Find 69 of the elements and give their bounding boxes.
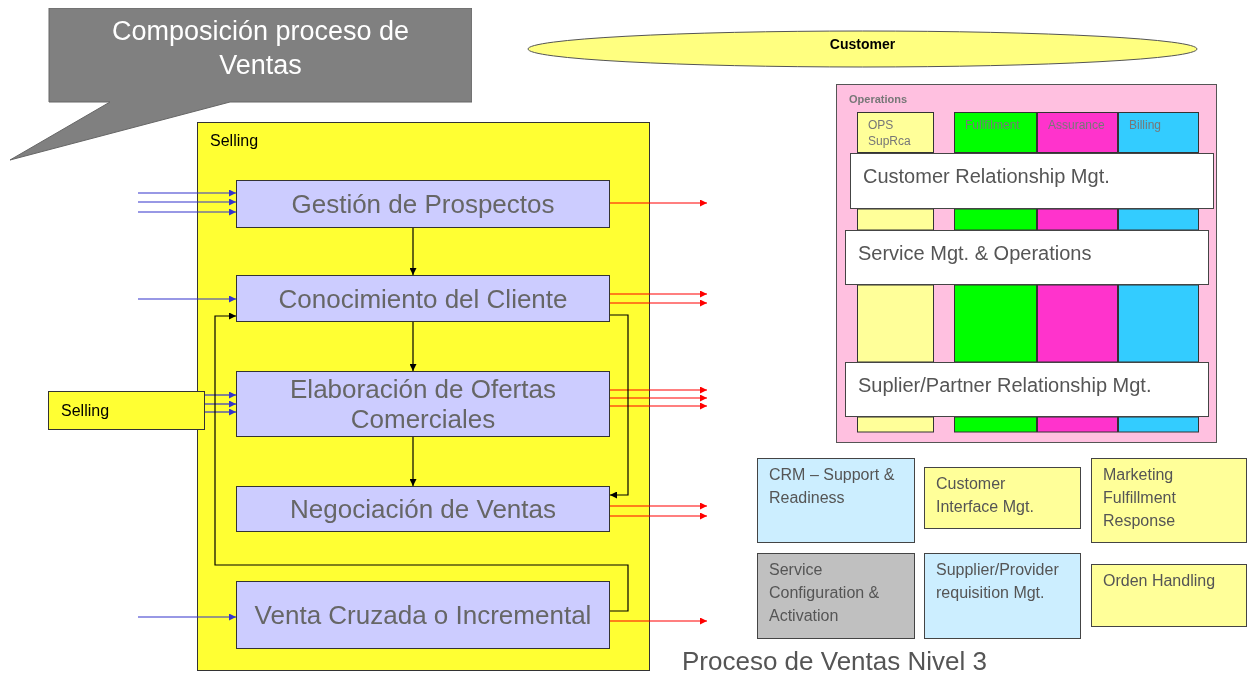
node-label: Suplier/Partner Relationship Mgt. xyxy=(858,373,1152,398)
node-label: Selling xyxy=(210,131,259,151)
node-label: Fullfilment xyxy=(965,117,1021,133)
operations-box xyxy=(836,84,1217,443)
layer-band xyxy=(845,362,1209,417)
arrow xyxy=(609,617,708,625)
process-box xyxy=(236,180,610,228)
column-header xyxy=(954,112,1037,153)
arrow xyxy=(609,290,708,298)
arrow xyxy=(609,394,708,402)
arrow xyxy=(137,198,237,206)
node-label: Gestión de Prospectos xyxy=(291,189,555,219)
node-label: Service Mgt. & Operations xyxy=(858,241,1092,266)
process-box xyxy=(924,553,1081,639)
arrow xyxy=(137,613,237,621)
arrow xyxy=(409,227,417,276)
node-label: Supplier/Provider requisition Mgt. xyxy=(935,560,1060,603)
arrow xyxy=(204,408,237,416)
caption: Proceso de Ventas Nivel 3 xyxy=(682,645,987,677)
arrow xyxy=(609,199,708,207)
arrow xyxy=(204,391,237,399)
node-label: Venta Cruzada o Incremental xyxy=(254,600,592,630)
arrow xyxy=(137,208,237,216)
process-box xyxy=(236,275,610,322)
layer-band xyxy=(845,230,1209,285)
node-label: Billing xyxy=(1129,117,1162,133)
arrow xyxy=(409,321,417,372)
customer-ellipse xyxy=(527,30,1198,68)
node-label: Negociación de Ventas xyxy=(290,494,556,524)
column-header xyxy=(1118,112,1199,153)
arrow xyxy=(409,436,417,487)
node-label: Service Configuration & Activation xyxy=(768,560,881,626)
node-label: Customer Interface Mgt. xyxy=(935,474,1035,517)
node-label: Composición proceso de Ventas xyxy=(110,15,411,82)
process-box xyxy=(236,371,610,437)
column-header xyxy=(857,112,934,153)
layer-band xyxy=(850,153,1214,209)
process-box xyxy=(757,458,915,543)
process-box xyxy=(757,553,915,639)
arrow xyxy=(609,314,629,499)
arrow xyxy=(609,299,708,307)
node-label: Operations xyxy=(849,92,908,107)
node-label: Elaboración de Ofertas Comerciales xyxy=(289,374,557,434)
node-label: OPS SupRca xyxy=(868,117,912,149)
process-box xyxy=(924,467,1081,529)
input-box xyxy=(48,391,205,430)
arrow xyxy=(609,386,708,394)
node-label: Marketing Fulfillment Response xyxy=(1102,465,1177,531)
arrow xyxy=(609,402,708,410)
arrow xyxy=(609,502,708,510)
arrow xyxy=(137,295,237,303)
arrow xyxy=(214,312,629,612)
process-box xyxy=(1091,458,1247,543)
process-box xyxy=(1091,564,1247,627)
node-label: Assurance xyxy=(1048,117,1106,133)
node-label: Conocimiento del Cliente xyxy=(278,283,568,314)
arrow xyxy=(204,400,237,408)
node-label: Selling xyxy=(61,400,110,421)
node-label: Customer Relationship Mgt. xyxy=(863,164,1110,189)
arrow xyxy=(609,512,708,520)
callout-shape xyxy=(8,8,472,162)
node-label: CRM – Support & Readiness xyxy=(768,465,896,508)
column-header xyxy=(1037,112,1118,153)
process-box xyxy=(236,486,610,532)
arrow xyxy=(137,189,237,197)
process-box xyxy=(236,581,610,649)
node-label: Customer xyxy=(829,36,896,52)
group-box xyxy=(197,122,650,671)
node-label: Orden Handling xyxy=(1102,571,1217,591)
